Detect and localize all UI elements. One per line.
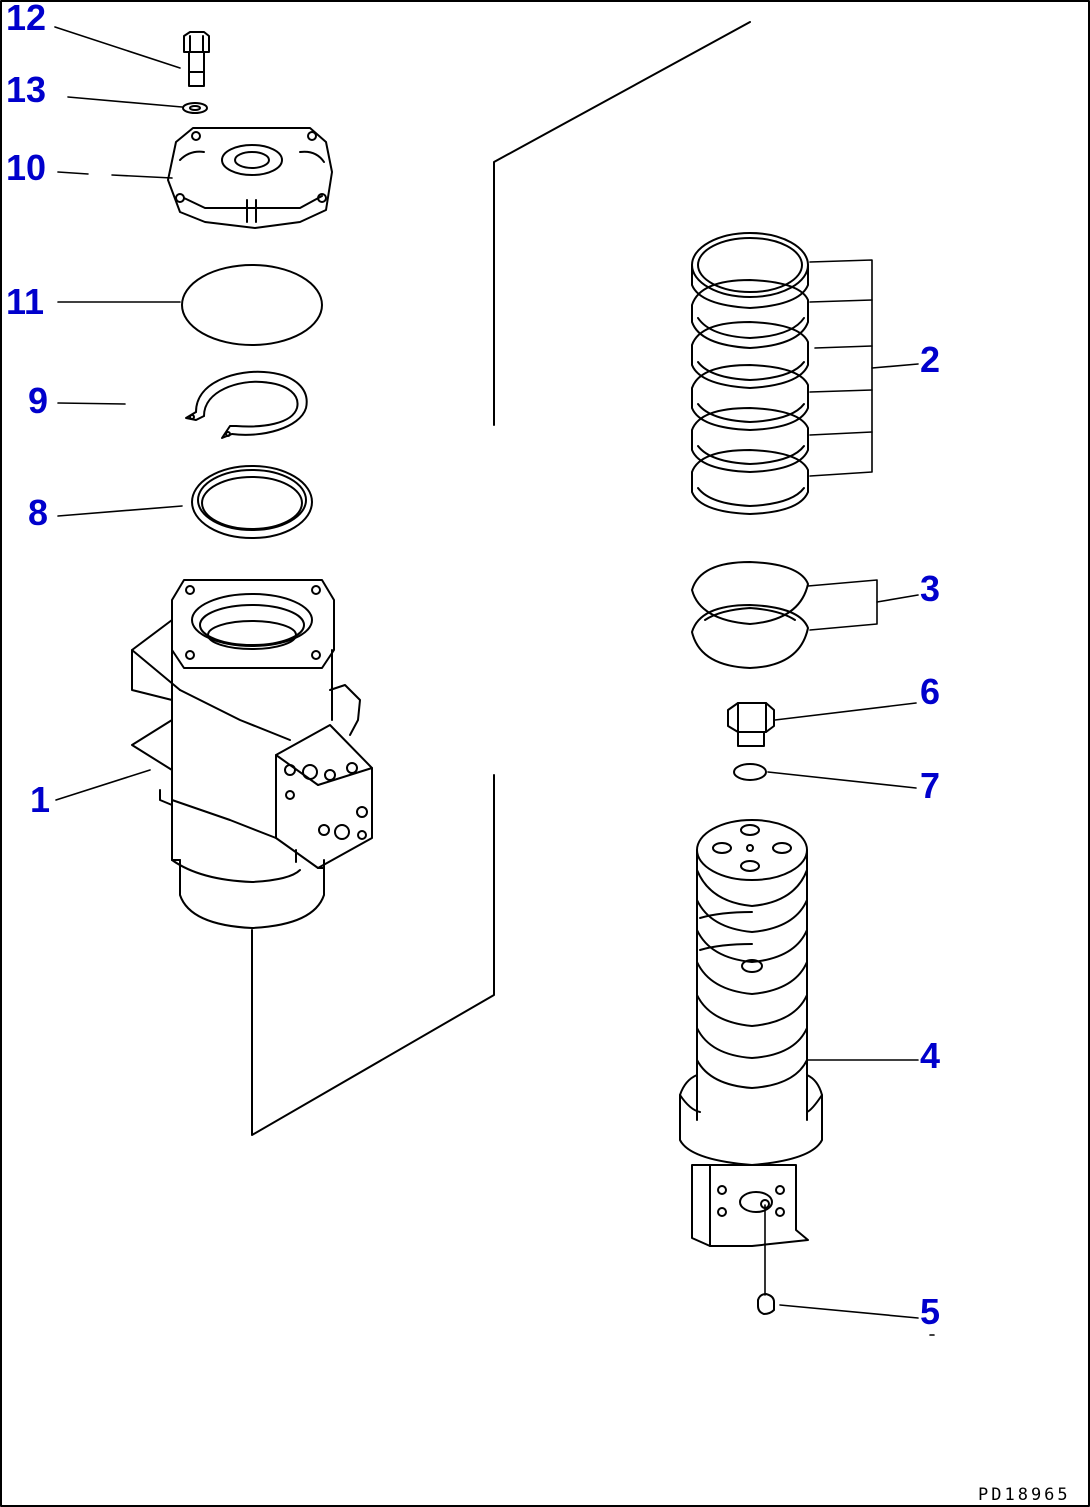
label-11: 11	[6, 281, 45, 322]
part-7-o-ring	[734, 764, 766, 780]
label-9: 9	[28, 380, 49, 421]
label-5: 5	[920, 1291, 941, 1332]
label-4: 4	[920, 1035, 941, 1076]
part-1-swivel-body	[132, 580, 372, 928]
part-6-plug	[728, 703, 774, 746]
part-4-rotor	[680, 820, 822, 1246]
label-12: 12	[6, 0, 47, 38]
part-3-rings	[692, 562, 808, 668]
part-5-plug	[758, 1294, 774, 1314]
label-8: 8	[28, 492, 49, 533]
part-8-ring	[192, 466, 312, 538]
assembly-group-bracket	[252, 22, 750, 1135]
part-9-snap-ring	[186, 372, 307, 438]
label-7: 7	[920, 765, 941, 806]
part-10-cover	[168, 128, 332, 228]
label-2: 2	[920, 339, 941, 380]
label-3: 3	[920, 568, 941, 609]
part-12-bolt	[184, 32, 209, 86]
label-1: 1	[30, 779, 51, 820]
part-13-washer	[183, 103, 207, 113]
label-13: 13	[6, 69, 47, 110]
label-10: 10	[6, 147, 47, 188]
leader-lines	[55, 27, 934, 1335]
label-6: 6	[920, 671, 941, 712]
part-2-seal-rings	[692, 233, 808, 514]
drawing-code: PD18965	[978, 1485, 1071, 1505]
part-11-o-ring	[182, 265, 322, 345]
